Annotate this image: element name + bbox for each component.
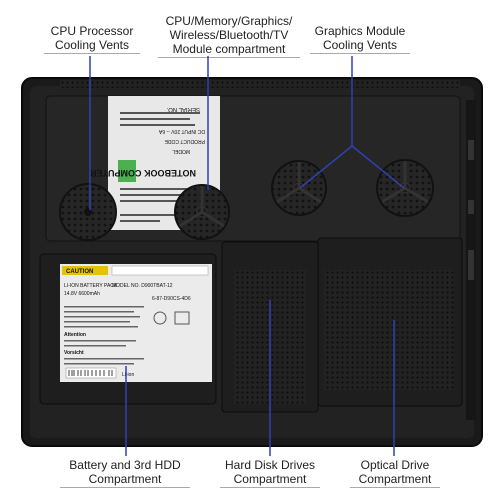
- cpu-vents-callout: CPU Processor Cooling Vents: [44, 24, 140, 54]
- barcode: [65, 367, 117, 379]
- battery-model-text: MODEL NO. D900TBAT-12: [112, 283, 173, 289]
- module-fan: [174, 184, 230, 240]
- recycle-text: Li-ion: [122, 372, 134, 378]
- graphics-fan-right: [376, 159, 434, 217]
- battery-callout: Battery and 3rd HDD Compartment: [60, 458, 190, 488]
- graphics-vents-pointer-left: [299, 145, 353, 189]
- graphics-vents-pointer-right: [351, 145, 405, 189]
- vorsicht-text: Vorsicht: [64, 350, 84, 356]
- top-vent-strip: [60, 80, 460, 88]
- attention-text: Attention: [64, 332, 86, 338]
- module-compartment-callout: CPU/Memory/Graphics/ Wireless/Bluetooth/…: [158, 14, 300, 58]
- graphics-vents-callout: Graphics Module Cooling Vents: [310, 24, 410, 54]
- caution-text: CAUTION: [66, 269, 93, 275]
- serial-text: SERIAL NO.: [166, 106, 200, 112]
- battery-pack-text: LI-ION BATTERY PACK: [64, 283, 118, 289]
- optical-vent-grid: [324, 270, 454, 390]
- notebook-title-text: NOTEBOOK COMPUTER: [89, 168, 196, 178]
- model-text: MODEL: [172, 148, 190, 154]
- battery-label: CAUTION LI-ION BATTERY PACK MODEL NO. D9…: [60, 264, 212, 382]
- product-code-text: PRODUCT CODE: [164, 138, 205, 144]
- graphics-fan-left: [271, 160, 327, 216]
- battery-spec-text: 14.8V 6600mAh: [64, 291, 100, 297]
- hdd-callout: Hard Disk Drives Compartment: [220, 458, 320, 488]
- callout-pointers: [89, 56, 405, 456]
- battery-code-text: 6-87-D90CS-4D6: [152, 296, 191, 302]
- power-text: DC INPUT 20V -- 6A: [158, 128, 205, 134]
- optical-callout: Optical Drive Compartment: [350, 458, 440, 488]
- cpu-fan: [59, 183, 117, 241]
